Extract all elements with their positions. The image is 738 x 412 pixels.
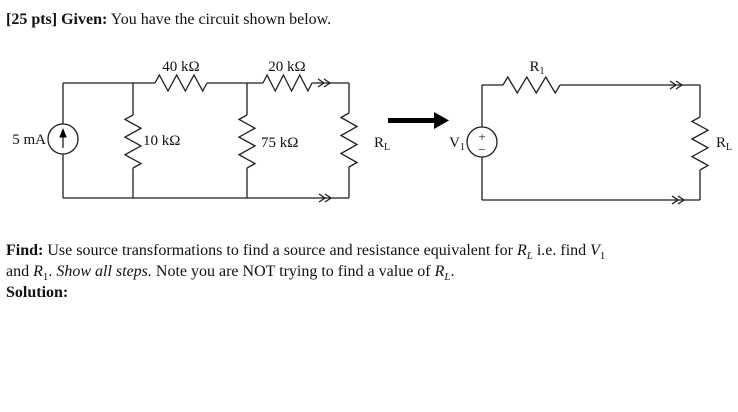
current-source-label: 5 mA [12,132,46,148]
math-v1-sub: 1 [599,250,606,263]
find-text-6: . [450,263,455,280]
resistor-20k [262,73,313,93]
find-label: Find: [6,242,44,259]
math-r1: R [33,263,43,280]
resistor-40k-label: 40 kΩ [162,59,199,75]
circuit-figure: 5 mA 40 kΩ 20 kΩ 10 kΩ 75 kΩ RL [12,59,732,205]
math-rl-2-base: R [434,263,445,280]
math-rl-2-sub-letter: L [444,271,451,284]
resistor-r1 [502,75,561,95]
voltage-label-base: V [449,135,460,151]
math-rl-2: RL [434,263,451,283]
math-rl-base: R [516,242,527,259]
math-rl: RL [516,242,533,262]
resistor-20k-label: 20 kΩ [268,59,305,75]
terminal-chevron-bottom-right [671,195,686,205]
find-instructions: Find: Use source transformations to find… [6,240,732,303]
resistor-10k-label: 10 kΩ [143,133,180,149]
voltage-source-label: V1 [449,135,465,153]
resistor-75k-label: 75 kΩ [261,135,298,151]
transform-arrow-shaft [388,118,435,123]
r1-label-base: R [529,59,539,75]
given-text: You have the circuit shown below. [107,11,332,28]
math-rl-sub-letter: L [526,250,533,263]
math-r1-base: R [33,263,43,280]
resistor-rl-left [339,112,359,168]
problem-statement: [25 pts] Given: You have the circuit sho… [6,11,331,29]
solution-label: Solution: [6,284,69,301]
math-v1-base: V [590,242,600,259]
terminal-chevron-top-right [669,80,684,90]
resistor-40k [154,73,208,93]
current-source-arrow-head [59,128,67,138]
terminal-chevron-bottom-left [318,193,333,203]
transform-arrow-head [434,112,449,129]
find-text-5: Note you are NOT trying to find a value … [151,263,435,280]
find-text-2: i.e. find [532,242,591,259]
show-all-steps: Show all steps. [56,263,152,280]
resistor-rl-right [690,116,710,171]
find-text-4: . [48,263,57,280]
load-label-right-base: R [716,135,726,151]
resistor-75k [237,114,257,169]
math-r1-sub: 1 [42,271,49,284]
current-source-circle [47,123,79,155]
voltage-source-minus: − [478,142,485,157]
math-rl-sub: L [527,250,533,262]
terminal-chevron-top-left [317,78,332,88]
load-label-base: R [374,135,384,151]
load-label-right-sub: L [726,142,732,153]
r1-label-sub: 1 [540,66,545,77]
voltage-source-circle [466,126,498,158]
voltage-label-sub: 1 [460,142,465,153]
load-label-sub: L [384,142,390,153]
math-v1: V [590,242,600,259]
load-resistor-label-right: RL [716,135,732,153]
points-given-label: [25 pts] Given: [6,11,108,28]
math-rl-2-sub: L [444,271,450,283]
find-text-1: Use source transformations to find a sou… [43,242,517,259]
transform-arrow [388,112,449,129]
find-text-3: and [6,263,34,280]
resistor-10k [123,114,143,169]
resistor-r1-label: R1 [529,59,544,77]
voltage-source-plus: + [478,129,485,144]
load-resistor-label-left: RL [374,135,390,153]
